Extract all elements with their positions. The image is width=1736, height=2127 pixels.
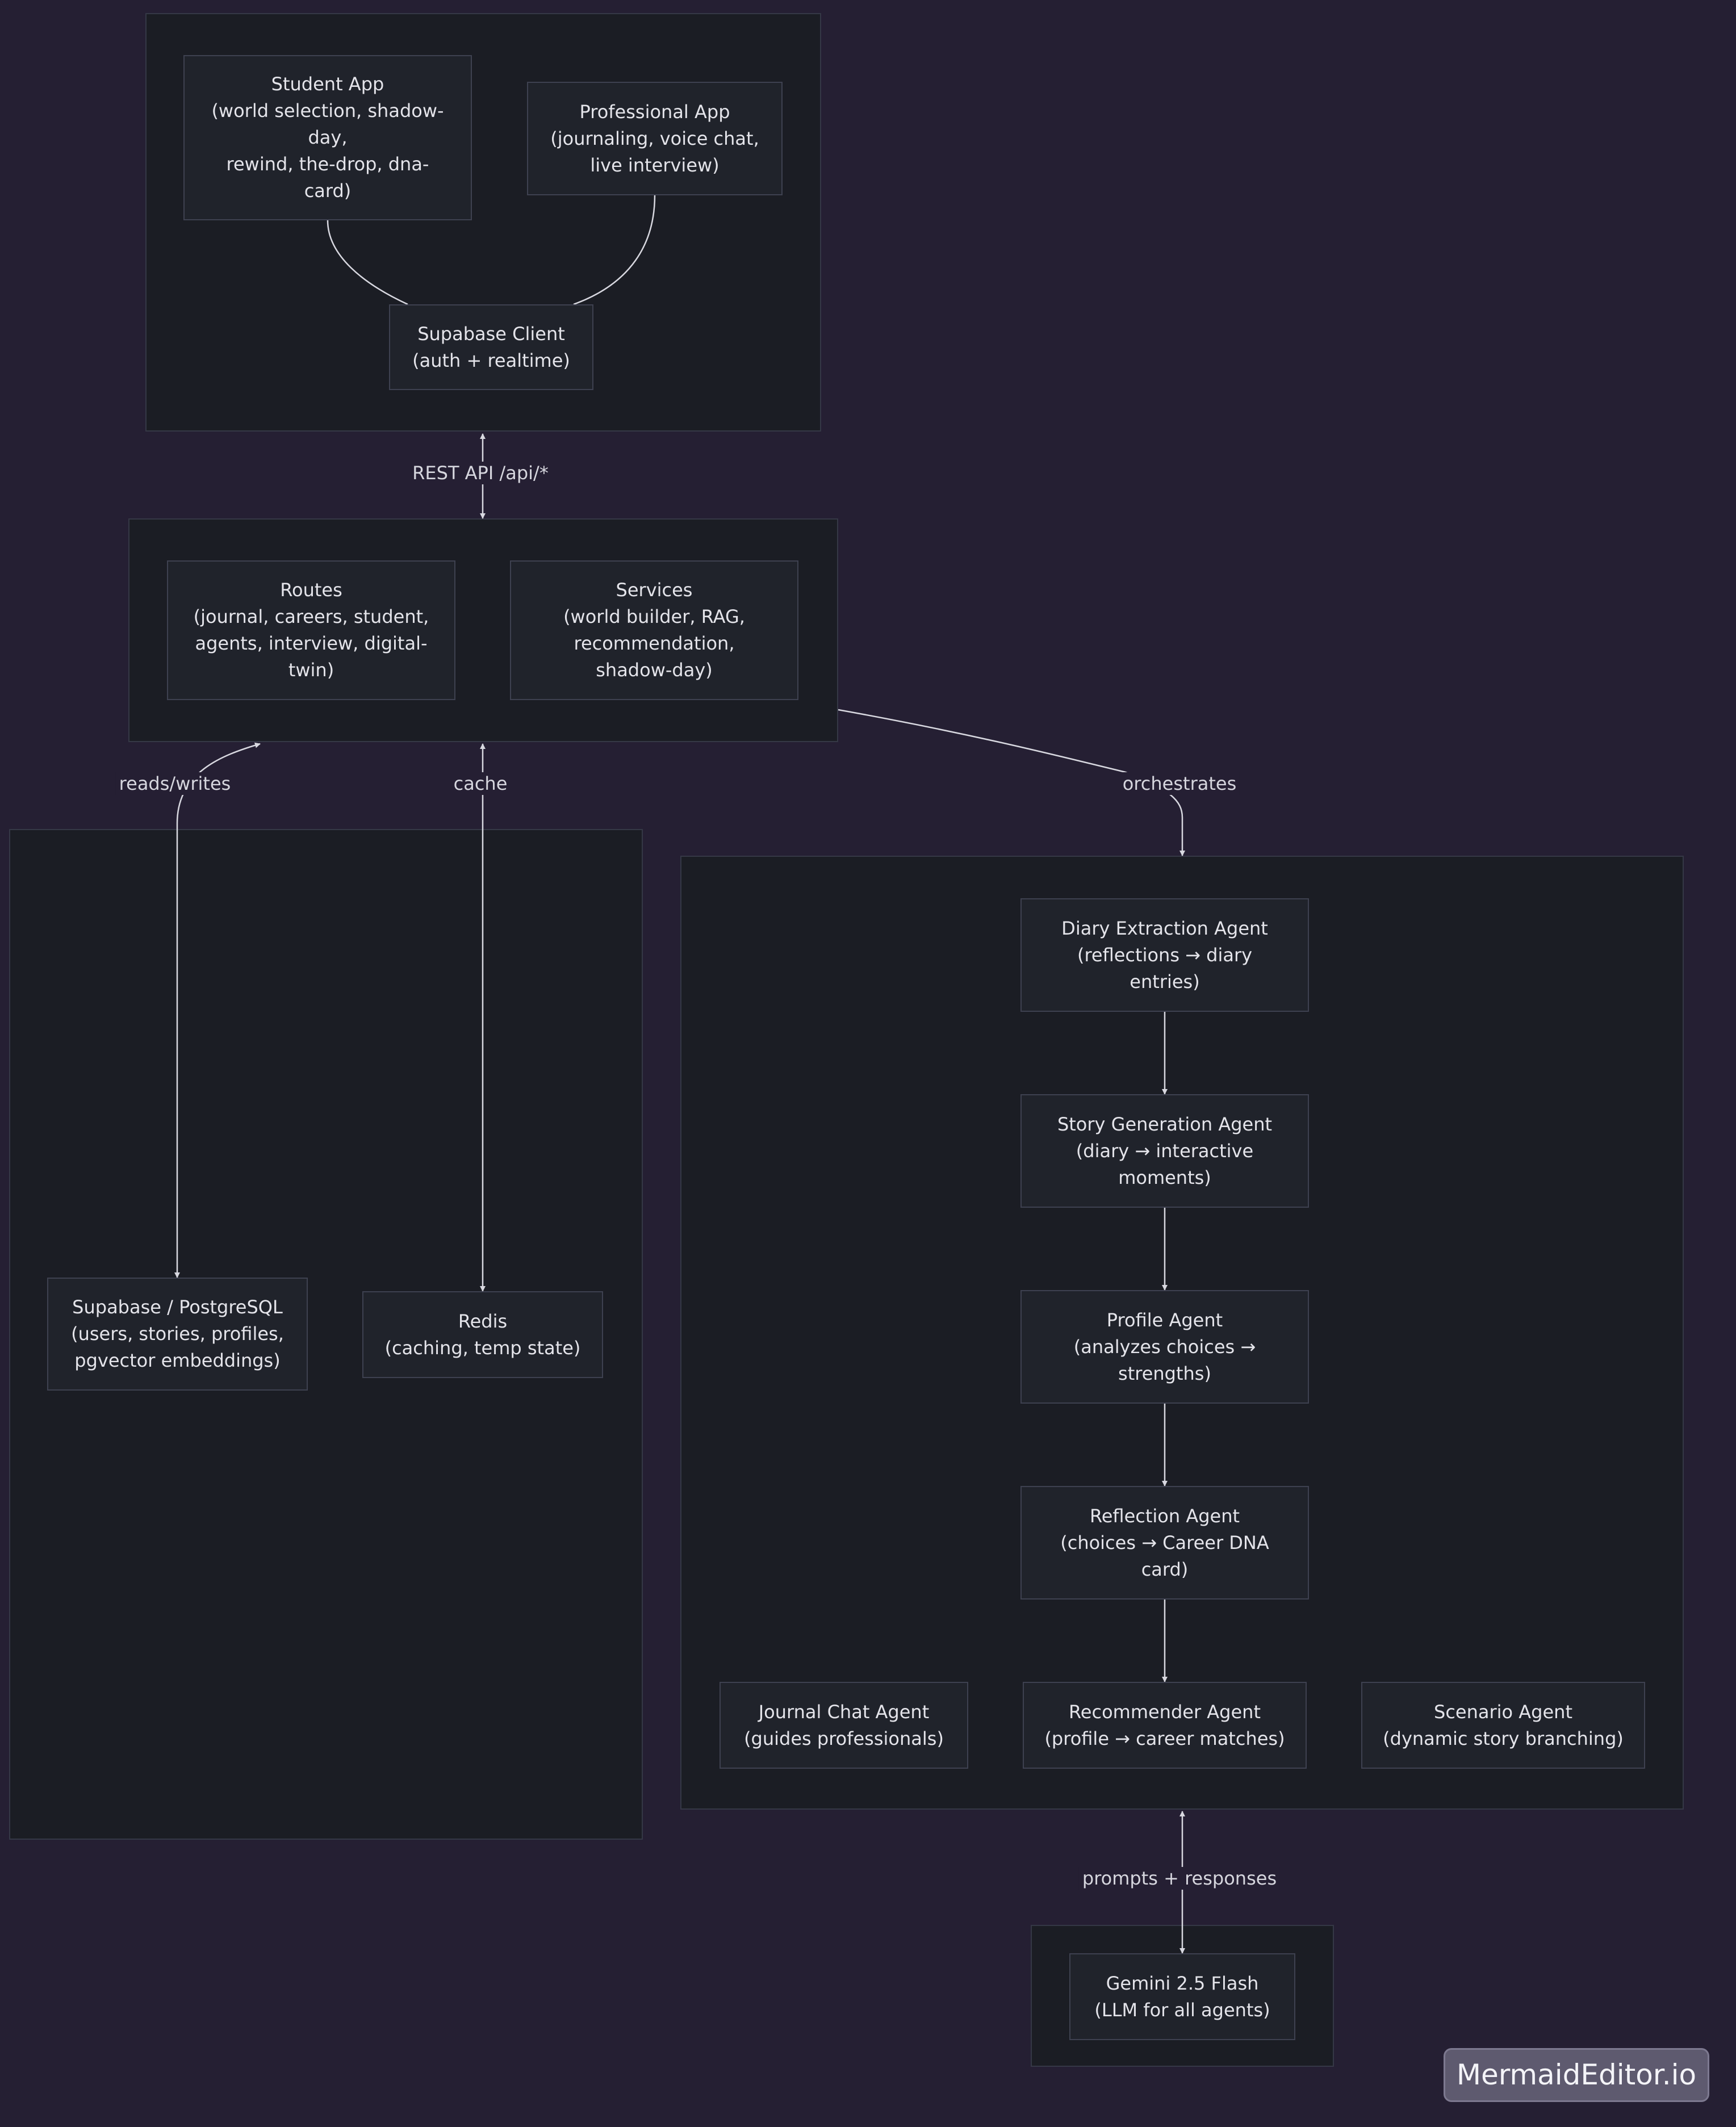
edge-label-orchestrates: orchestrates [1119, 772, 1240, 795]
supabase-postgres-node: Supabase / PostgreSQL (users, stories, p… [47, 1278, 308, 1391]
scenario-agent-node: Scenario Agent (dynamic story branching) [1361, 1682, 1645, 1769]
profile-agent-node: Profile Agent (analyzes choices → streng… [1020, 1290, 1309, 1404]
routes-node: Routes (journal, careers, student, agent… [167, 560, 455, 700]
supabase-client-node: Supabase Client (auth + realtime) [389, 304, 593, 390]
edge-label-rest-api: REST API /api/* [409, 462, 552, 484]
diary-extraction-agent-node: Diary Extraction Agent (reflections → di… [1020, 898, 1309, 1012]
edge-label-cache: cache [450, 772, 511, 795]
story-generation-agent-node: Story Generation Agent (diary → interact… [1020, 1094, 1309, 1208]
edge-label-reads-writes: reads/writes [115, 772, 235, 795]
mermaideditor-watermark-link[interactable]: MermaidEditor.io [1444, 2048, 1709, 2102]
professional-app-node: Professional App (journaling, voice chat… [527, 82, 783, 195]
services-node: Services (world builder, RAG, recommenda… [510, 560, 798, 700]
edge-label-prompts-responses: prompts + responses [1078, 1867, 1281, 1890]
gemini-node: Gemini 2.5 Flash (LLM for all agents) [1069, 1953, 1295, 2040]
student-app-node: Student App (world selection, shadow- da… [183, 55, 472, 220]
recommender-agent-node: Recommender Agent (profile → career matc… [1023, 1682, 1307, 1769]
redis-node: Redis (caching, temp state) [362, 1291, 603, 1378]
journal-chat-agent-node: Journal Chat Agent (guides professionals… [720, 1682, 968, 1769]
reflection-agent-node: Reflection Agent (choices → Career DNA c… [1020, 1486, 1309, 1600]
